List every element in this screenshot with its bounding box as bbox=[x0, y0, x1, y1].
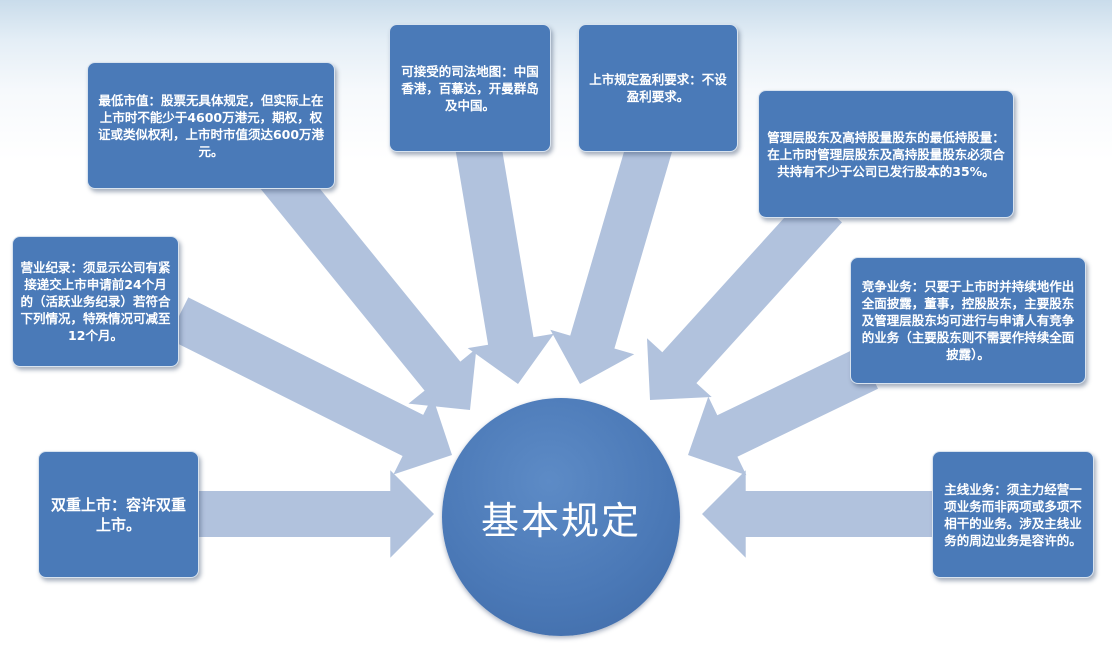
box-jurisdiction: 可接受的司法地图：中国香港，百慕达，开曼群岛及中国。 bbox=[389, 24, 551, 152]
box-profit: 上市规定盈利要求：不设盈利要求。 bbox=[578, 24, 738, 152]
arrow-dual-listing bbox=[198, 470, 434, 558]
box-main-business-text: 主线业务：须主力经营一项业务而非两项或多项不相干的业务。涉及主线业务的周边业务是… bbox=[944, 481, 1082, 548]
box-main-business: 主线业务：须主力经营一项业务而非两项或多项不相干的业务。涉及主线业务的周边业务是… bbox=[932, 451, 1094, 578]
box-management-holding: 管理层股东及高持股量股东的最低持股量：在上市时管理层股东及高持股量股东必须合共持… bbox=[758, 90, 1014, 218]
box-market-cap: 最低市值：股票无具体规定，但实际上在上市时不能少于4600万港元，期权，权证或类… bbox=[87, 62, 335, 189]
box-market-cap-text: 最低市值：股票无具体规定，但实际上在上市时不能少于4600万港元，期权，权证或类… bbox=[97, 92, 325, 159]
box-management-holding-text: 管理层股东及高持股量股东的最低持股量：在上市时管理层股东及高持股量股东必须合共持… bbox=[767, 129, 1005, 179]
box-operating-record: 营业纪录：须显示公司有紧接递交上市申请前24个月的（活跃业务纪录）若符合下列情况… bbox=[12, 236, 179, 367]
box-competing-business: 竞争业务：只要于上市时并持续地作出全面披露，董事，控股股东，主要股东及管理层股东… bbox=[850, 257, 1086, 384]
box-dual-listing: 双重上市：容许双重上市。 bbox=[38, 451, 199, 578]
box-jurisdiction-text: 可接受的司法地图：中国香港，百慕达，开曼群岛及中国。 bbox=[401, 63, 539, 113]
box-dual-listing-text: 双重上市：容许双重上市。 bbox=[50, 495, 186, 534]
center-circle: 基本规定 bbox=[442, 398, 680, 636]
box-competing-business-text: 竞争业务：只要于上市时并持续地作出全面披露，董事，控股股东，主要股东及管理层股东… bbox=[861, 279, 1075, 362]
arrow-profit bbox=[550, 138, 673, 384]
arrow-competing-business bbox=[688, 347, 878, 476]
box-operating-record-text: 营业纪录：须显示公司有紧接递交上市申请前24个月的（活跃业务纪录）若符合下列情况… bbox=[20, 260, 171, 343]
arrow-management-holding bbox=[647, 191, 842, 400]
arrow-market-cap bbox=[257, 155, 477, 410]
arrow-operating-record bbox=[167, 297, 452, 475]
box-profit-text: 上市规定盈利要求：不设盈利要求。 bbox=[589, 72, 727, 104]
arrow-main-business bbox=[702, 470, 935, 558]
center-label: 基本规定 bbox=[480, 498, 641, 543]
arrow-jurisdiction bbox=[455, 141, 554, 384]
